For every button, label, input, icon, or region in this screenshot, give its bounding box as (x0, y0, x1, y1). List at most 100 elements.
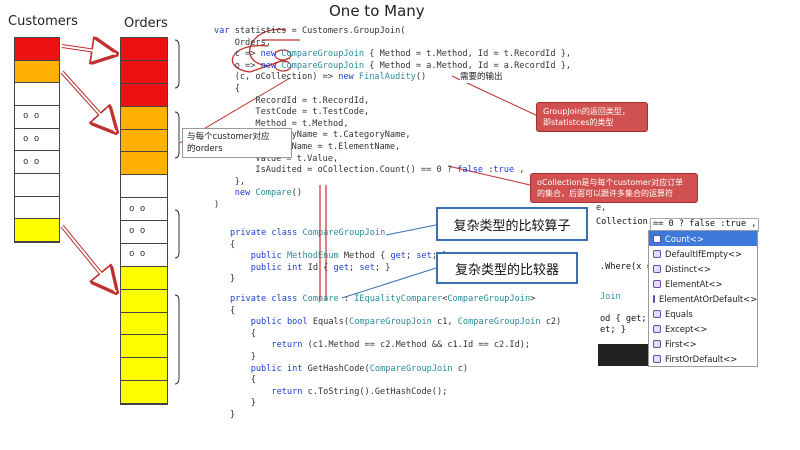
order-cell (121, 60, 167, 84)
groupjoin-code-line: }, (214, 176, 246, 187)
customer-cell (15, 174, 59, 197)
autocomplete-item-label: Count<> (665, 233, 704, 244)
autocomplete-scroll-track[interactable] (598, 344, 648, 366)
bracket-white (174, 209, 180, 259)
autocomplete-item[interactable]: ElementAtOrDefault<> (649, 291, 757, 306)
class2-code-line: { (230, 305, 236, 316)
autocomplete-item[interactable]: DefaultIfEmpty<> (649, 246, 757, 261)
groupjoin-code-line: { (214, 83, 240, 94)
customers-table: o o o o o o (14, 37, 60, 243)
class2-code-line: private class Compare : IEqualityCompare… (230, 294, 536, 304)
method-icon (653, 294, 655, 303)
comparison-operator-callout: 复杂类型的比较算子 (436, 207, 588, 241)
order-cell (121, 335, 167, 359)
customer-cell-label: o o (23, 156, 40, 167)
groupjoin-code-line: ) (214, 199, 220, 210)
groupjoin-code-line: RecordId = t.RecordId, (214, 95, 370, 106)
customer-cell (15, 60, 59, 84)
class1-code-line: { (230, 239, 236, 250)
groupjoin-code-line: o => new CompareGroupJoin { Method = a.M… (214, 60, 572, 71)
class2-code-line: } (230, 398, 256, 409)
autocomplete-item[interactable]: FirstOrDefault<> (649, 351, 757, 366)
order-cell (121, 266, 167, 290)
class2-code-line: return (c1.Method == c2.Method && c1.Id … (271, 340, 531, 351)
groupjoin-code-line: IsAudited = oCollection.Count() == 0 ? f… (214, 165, 525, 176)
order-cell-label: o o (129, 226, 146, 237)
customer-cell: o o (15, 128, 59, 152)
autocomplete-item-label: ElementAt<> (665, 278, 723, 289)
ocollection-callout: oCollection是与每个customer对应订单 的集合，后面可以跟许多集… (530, 173, 698, 203)
groupjoin-code-line: Orders, (214, 37, 271, 48)
code-class-compare: private class Compare : IEqualityCompare… (230, 294, 561, 422)
customer-cell (15, 219, 59, 242)
autocomplete-item[interactable]: ElementAt<> (649, 276, 757, 291)
customer-cell: o o (15, 151, 59, 174)
bracket-orange (174, 111, 180, 159)
order-cell (121, 381, 167, 404)
bg-snippet-5: od { get; (600, 314, 647, 324)
order-cell (121, 38, 167, 61)
autocomplete-item-label: ElementAtOrDefault<> (659, 293, 758, 304)
order-cell (121, 83, 167, 107)
bg-snippet-1: e, (596, 203, 607, 213)
customers-title: Customers (8, 14, 78, 29)
autocomplete-item[interactable]: Count<> (649, 231, 757, 246)
customer-cell: o o (15, 106, 59, 129)
bg-snippet-2: Collection. (596, 217, 653, 227)
class2-code-line: public int GetHashCode(CompareGroupJoin … (250, 363, 469, 374)
order-cell (121, 129, 167, 153)
method-icon (653, 309, 661, 318)
order-cell (121, 358, 167, 382)
autocomplete-item-label: Equals (665, 308, 693, 319)
method-icon (653, 249, 661, 258)
method-icon (653, 234, 661, 243)
class1-code-line: private class CompareGroupJoin (230, 228, 386, 238)
groupjoin-code-line: Method = t.Method, (214, 118, 349, 129)
order-cell (121, 152, 167, 176)
orders-note: 与每个customer对应 的orders (182, 128, 292, 158)
order-cell: o o (121, 221, 167, 244)
customer-cell (15, 196, 59, 220)
method-icon (653, 354, 661, 363)
orders-table: o o o o o o (120, 37, 168, 405)
order-cell-label: o o (129, 203, 146, 214)
groupjoin-code-line: Value = t.Value, (214, 153, 339, 164)
bg-snippet-6: et; } (600, 325, 626, 335)
autocomplete-item[interactable]: Distinct<> (649, 261, 757, 276)
autocomplete-item[interactable]: Equals (649, 306, 757, 321)
code-class-comparegroupjoin: private class CompareGroupJoin{ public M… (230, 228, 447, 286)
class2-code-line: { (230, 375, 256, 386)
class2-code-line: } (230, 351, 256, 362)
autocomplete-item-label: First<> (665, 338, 697, 349)
page-title: One to Many (329, 2, 425, 20)
class1-code-line: } (230, 274, 236, 285)
customer-cell-label: o o (23, 111, 40, 122)
class2-code-line: return c.ToString().GetHashCode(); (271, 386, 448, 397)
order-cell: o o (121, 243, 167, 267)
class1-code-line: public MethodEnum Method { get; set; } (250, 251, 448, 262)
groupjoin-code-line: (c, oCollection) => new FinalAudity() (214, 72, 427, 83)
autocomplete-item[interactable]: Except<> (649, 321, 757, 336)
order-cell (121, 175, 167, 199)
arrow-orange (60, 70, 116, 132)
bracket-red (174, 39, 180, 89)
autocomplete-item-label: Distinct<> (665, 263, 711, 274)
customer-cell-label: o o (23, 133, 40, 144)
order-cell (121, 312, 167, 336)
arrow-red (61, 46, 116, 54)
method-icon (653, 324, 661, 333)
output-note: 需要的输出 (460, 71, 503, 83)
autocomplete-list[interactable]: Count<> DefaultIfEmpty<> Distinct<> Element… (648, 230, 758, 367)
autocomplete-item-label: FirstOrDefault<> (665, 353, 738, 364)
order-cell-label: o o (129, 249, 146, 260)
orders-title: Orders (124, 16, 168, 31)
autocomplete-item-label: Except<> (665, 323, 708, 334)
groupjoin-code-line: TestCode = t.TestCode, (214, 107, 370, 118)
groupjoin-code-line: c => new CompareGroupJoin { Method = t.M… (214, 49, 572, 60)
autocomplete-item[interactable]: First<> (649, 336, 757, 351)
customer-cell (15, 38, 59, 61)
customer-cell (15, 83, 59, 106)
code-groupjoin: var statistics = Customers.GroupJoin( Or… (214, 26, 571, 212)
arrow-yellow (60, 224, 116, 292)
method-icon (653, 264, 661, 273)
